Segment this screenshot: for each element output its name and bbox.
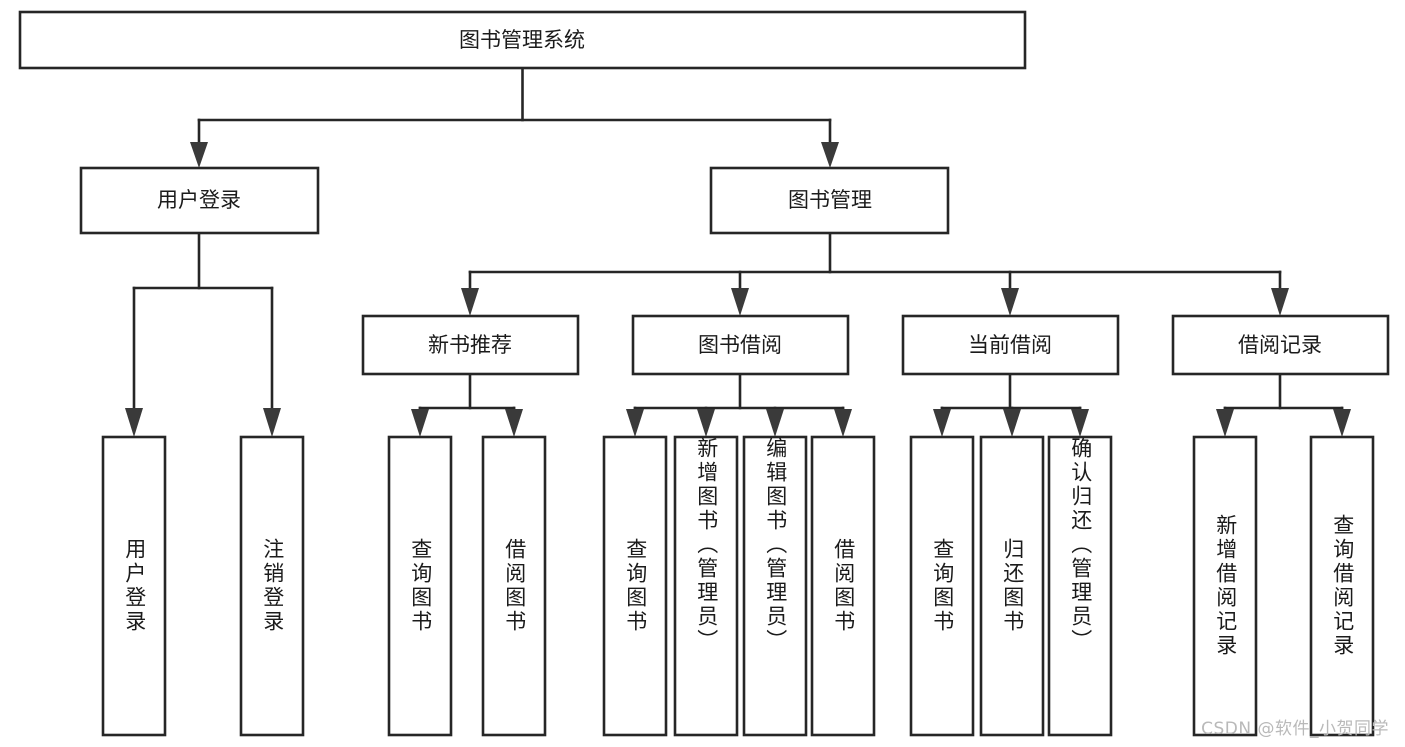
node-new-book-rec-label: 新书推荐: [428, 333, 512, 357]
node-leaf-logout[interactable]: [239, 435, 305, 737]
arrow-head-icon: [411, 409, 429, 437]
node-leaf-add-book[interactable]: [673, 435, 739, 737]
arrow-head-icon: [933, 409, 951, 437]
node-borrow-record-label: 借阅记录: [1238, 333, 1322, 357]
arrow-head-icon: [697, 409, 715, 437]
arrow-head-icon: [505, 409, 523, 437]
arrow-head-icon: [125, 408, 143, 437]
node-leaf-query-record[interactable]: [1309, 435, 1375, 737]
node-leaf-borrow-book-2[interactable]: [810, 435, 876, 737]
arrow-head-icon: [1003, 409, 1021, 437]
node-book-borrow[interactable]: 图书借阅: [631, 314, 850, 376]
arrow-head-icon: [1271, 288, 1289, 316]
node-current-borrow-label: 当前借阅: [968, 333, 1052, 357]
arrow-head-icon: [263, 408, 281, 437]
node-leaf-edit-book[interactable]: [742, 435, 808, 737]
node-borrow-record[interactable]: 借阅记录: [1171, 314, 1390, 376]
connector-user-login-to-leaves: [125, 231, 281, 437]
arrow-head-icon: [1001, 288, 1019, 316]
node-leaf-query-book-2[interactable]: [602, 435, 668, 737]
node-leaf-borrow-book-1[interactable]: [481, 435, 547, 737]
node-leaf-return-book[interactable]: [979, 435, 1045, 737]
arrow-head-icon: [626, 409, 644, 437]
node-new-book-rec[interactable]: 新书推荐: [361, 314, 580, 376]
node-root-label: 图书管理系统: [459, 28, 585, 52]
node-current-borrow[interactable]: 当前借阅: [901, 314, 1120, 376]
leaf-boxes: [101, 435, 1375, 737]
connector-current-borrow-to-leaves: [933, 372, 1089, 437]
connector-book-manage-to-level2: [461, 231, 1289, 316]
arrow-head-icon: [1216, 409, 1234, 437]
connector-book-borrow-to-leaves: [626, 372, 852, 437]
node-leaf-confirm-return[interactable]: [1047, 435, 1113, 737]
node-leaf-user-login[interactable]: [101, 435, 167, 737]
arrow-head-icon: [461, 288, 479, 316]
arrow-head-icon: [731, 288, 749, 316]
node-book-borrow-label: 图书借阅: [698, 333, 782, 357]
connector-new-book-rec-to-leaves: [411, 372, 523, 437]
arrow-head-icon: [1071, 409, 1089, 437]
arrow-head-icon: [834, 409, 852, 437]
node-leaf-query-book-1[interactable]: [387, 435, 453, 737]
node-leaf-query-book-3[interactable]: [909, 435, 975, 737]
node-book-manage-label: 图书管理: [788, 188, 872, 212]
connector-borrow-record-to-leaves: [1216, 372, 1351, 437]
node-book-manage[interactable]: 图书管理: [709, 166, 950, 235]
arrow-head-icon: [1333, 409, 1351, 437]
arrow-head-icon: [190, 142, 208, 168]
arrow-head-icon: [766, 409, 784, 437]
connector-root-to-level1: [190, 66, 839, 168]
arrow-head-icon: [821, 142, 839, 168]
node-leaf-add-record[interactable]: [1192, 435, 1258, 737]
node-user-login[interactable]: 用户登录: [79, 166, 320, 235]
node-user-login-label: 用户登录: [157, 188, 241, 212]
watermark-text: CSDN @软件_小贺同学: [1201, 719, 1389, 739]
node-root[interactable]: 图书管理系统: [18, 10, 1027, 70]
